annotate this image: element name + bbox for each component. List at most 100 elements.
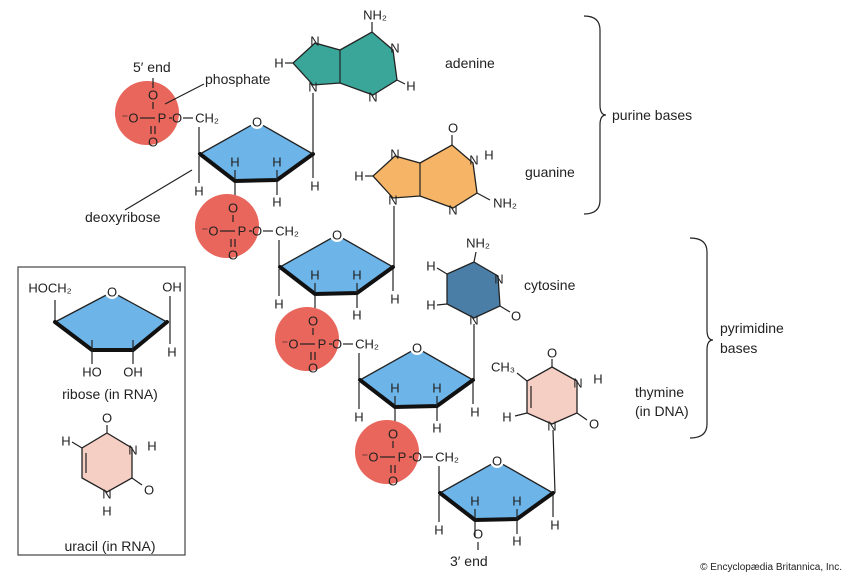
atom-label: O	[228, 248, 238, 263]
three-prime-end-label: 3′ end	[450, 553, 488, 569]
deoxyribose-label: deoxyribose	[85, 209, 161, 225]
deoxyribose-sugar	[278, 234, 395, 295]
pyrimidine-brace	[689, 237, 714, 439]
atom-label: H	[272, 195, 281, 210]
five-prime-end-label: 5′ end	[133, 59, 171, 75]
atom-label: O	[144, 483, 154, 498]
adenine-label: adenine	[445, 55, 495, 71]
atom-label: H	[272, 155, 281, 170]
guanine-label: guanine	[525, 164, 575, 180]
phosphate-group	[275, 307, 339, 371]
phosphate-label: phosphate	[205, 71, 271, 87]
nucleotide-unit: O ⁻O P O CH₂ O O H H H H H	[115, 81, 320, 210]
atom-label: O	[448, 121, 458, 136]
atom-label: H	[310, 268, 319, 283]
atom-label: O	[473, 527, 483, 542]
deoxyribose-sugar	[358, 347, 475, 408]
atom-label: H	[434, 523, 443, 538]
atom-label: O	[492, 454, 502, 469]
adenine-ring	[292, 31, 398, 96]
atom-label: ⁻O	[282, 337, 299, 352]
atom-label: H	[352, 308, 361, 323]
adenine-base: NH₂ N N N N H H	[274, 8, 416, 154]
thymine-label-sub: (in DNA)	[635, 403, 689, 419]
atom-label: H	[502, 410, 511, 425]
atom-label: H	[432, 381, 441, 396]
rna-inset: O HOCH₂ OH H HO OH ribose (in RNA) O N H…	[17, 266, 186, 556]
atom-label: N	[573, 376, 582, 391]
atom-label: H	[167, 345, 176, 360]
atom-label: H	[512, 534, 521, 549]
atom-label: HOCH₂	[28, 281, 71, 296]
atom-label: P	[238, 224, 247, 239]
atom-label: O	[388, 474, 398, 489]
pyrimidine-label-sub: bases	[720, 340, 757, 356]
atom-label: H	[484, 148, 493, 163]
cytosine-label: cytosine	[524, 277, 576, 293]
atom-label: N	[494, 272, 503, 287]
cytosine-ring	[446, 261, 501, 319]
atom-label: O	[148, 88, 158, 103]
atom-label: H	[352, 268, 361, 283]
atom-label: O	[412, 450, 422, 465]
atom-label: H	[230, 155, 239, 170]
atom-label: NH₂	[466, 236, 490, 251]
atom-label: H	[310, 179, 319, 194]
atom-label: N	[390, 41, 399, 56]
atom-label: O	[589, 417, 599, 432]
phosphate-group	[355, 420, 419, 484]
atom-label: H	[102, 504, 111, 519]
atom-label: CH₂	[275, 224, 299, 239]
atom-label: ⁻O	[202, 224, 219, 239]
deoxyribose-sugar	[438, 460, 555, 521]
cytosine-base: NH₂ N N O H H	[426, 236, 521, 380]
atom-label: CH₂	[195, 111, 219, 126]
thymine-ring	[526, 366, 578, 425]
phosphate-group	[195, 194, 259, 258]
phosphate-group	[115, 81, 179, 145]
atom-label: N	[368, 90, 377, 105]
atom-label: H	[354, 410, 363, 425]
atom-label: H	[470, 494, 479, 509]
atom-label: O	[332, 228, 342, 243]
atom-label: O	[228, 201, 238, 216]
atom-label: N	[390, 147, 399, 162]
atom-label: H	[390, 292, 399, 307]
atom-label: OH	[162, 280, 182, 295]
sugar-phosphate-backbone: O ⁻O P O CH₂ O O H H H H H O ⁻O P O CH₂ …	[195, 194, 560, 549]
atom-label: P	[318, 337, 327, 352]
atom-label: HO	[82, 365, 102, 380]
atom-label: O	[252, 224, 262, 239]
atom-label: O	[172, 111, 182, 126]
atom-label: O	[511, 309, 521, 324]
atom-label: H	[426, 298, 435, 313]
guanine-base: O N N H N N NH₂ H	[354, 121, 517, 267]
atom-label: H	[194, 184, 203, 199]
atom-label: H	[426, 259, 435, 274]
atom-label: N	[128, 443, 137, 458]
atom-label: N	[469, 153, 478, 168]
nucleotide-unit: O ⁻O P O CH₂ O O H H H H H	[195, 194, 400, 323]
atom-label: N	[308, 80, 317, 95]
atom-label: N	[547, 419, 556, 434]
atom-label: H	[274, 297, 283, 312]
atom-label: O	[412, 341, 422, 356]
atom-label: O	[107, 285, 117, 300]
atom-label: H	[512, 494, 521, 509]
atom-label: H	[147, 439, 156, 454]
atom-label: O	[332, 337, 342, 352]
ribose-label: ribose (in RNA)	[62, 386, 158, 402]
atom-label: N	[448, 203, 457, 218]
atom-label: H	[406, 79, 415, 94]
deoxyribose-sugar	[198, 121, 315, 182]
atom-label: ⁻O	[362, 450, 379, 465]
atom-label: P	[158, 111, 167, 126]
atom-label: H	[354, 169, 363, 184]
copyright-notice: © Encyclopædia Britannica, Inc.	[700, 562, 842, 573]
atom-label: N	[102, 487, 111, 502]
pyrimidine-label: pyrimidine	[720, 320, 784, 336]
atom-label: H	[274, 56, 283, 71]
atom-label: O	[547, 346, 557, 361]
